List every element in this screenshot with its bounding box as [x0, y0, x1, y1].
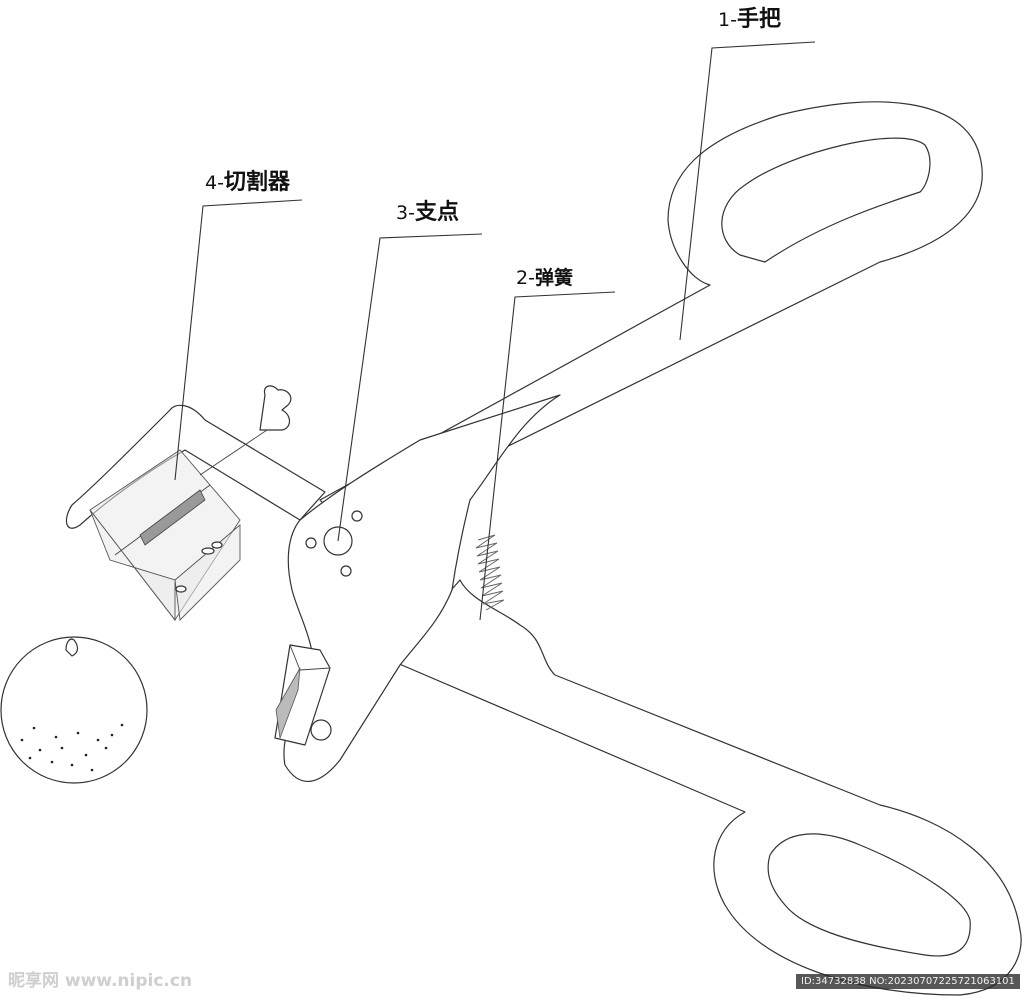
leader-pivot	[337, 233, 483, 542]
watermark-right: ID:34732838 NO:20230707225721063101	[796, 974, 1020, 989]
leader-handle	[679, 41, 816, 341]
cutter-box	[89, 385, 292, 622]
lower-jaw-hole	[310, 719, 332, 741]
pivot-hole-small-1	[351, 510, 363, 522]
lower-handle	[389, 579, 1022, 996]
label-spring: 2-弹簧	[516, 266, 573, 289]
spring	[475, 534, 505, 611]
label-pivot: 3-支点	[396, 199, 459, 225]
upper-handle-ring-hole	[721, 137, 931, 263]
cutter-blade	[139, 489, 206, 546]
blade-block	[274, 644, 331, 746]
pivot-body	[283, 394, 561, 782]
watermark-left: 昵享网 www.nipic.cn	[8, 971, 193, 991]
label-handle: 1-手把	[718, 6, 781, 32]
orange-fruit	[0, 636, 148, 784]
label-cutter: 4-切割器	[205, 169, 291, 195]
pivot-hole-small-3	[340, 565, 352, 577]
pivot-hole-small-2	[305, 537, 317, 549]
leader-lines	[174, 41, 816, 621]
leader-spring	[479, 291, 616, 621]
cutter-key	[259, 385, 292, 431]
leader-cutter	[174, 199, 303, 481]
orange-stem	[65, 638, 79, 657]
lower-handle-ring-hole	[767, 833, 971, 957]
